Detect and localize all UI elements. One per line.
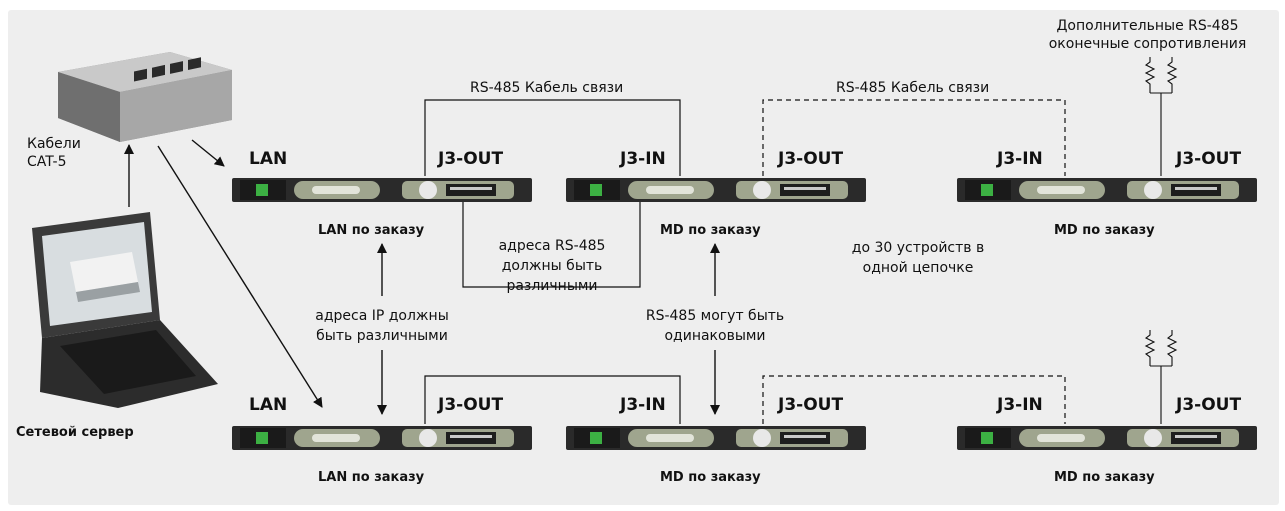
rs485-cable-top-2 bbox=[762, 99, 1066, 176]
terminator-resistors-top-icon bbox=[1144, 57, 1178, 176]
md-order-label-top-2: MD по заказу bbox=[660, 223, 761, 238]
network-server-label: Сетевой сервер bbox=[16, 425, 134, 440]
rs485-cable-bottom-1 bbox=[424, 375, 681, 424]
device-md-top-3 bbox=[957, 178, 1257, 202]
j3out-label-bottom-3: J3-OUT bbox=[1176, 395, 1242, 415]
laptop-icon bbox=[32, 212, 218, 408]
rs485-same-note: RS-485 могут быть одинаковыми bbox=[640, 306, 790, 346]
terminator-resistors-bottom-icon bbox=[1144, 330, 1178, 424]
hub-to-bottom-lan-arrow bbox=[157, 145, 323, 408]
rs485-cable-label-1: RS-485 Кабель связи bbox=[470, 80, 624, 96]
ethernet-hub-icon bbox=[58, 52, 232, 142]
terminators-label: Дополнительные RS-485 оконечные сопротив… bbox=[1048, 18, 1247, 52]
j3out-label-top-2: J3-OUT bbox=[778, 149, 844, 169]
j3out-label-bottom-1: J3-OUT bbox=[438, 395, 504, 415]
rs485-addresses-note: адреса RS-485 должны быть различными bbox=[498, 238, 606, 294]
lan-port-label-bottom: LAN bbox=[249, 395, 288, 415]
device-md-bottom-2 bbox=[566, 426, 866, 450]
device-lan-bottom bbox=[232, 426, 532, 450]
lan-port-label-top: LAN bbox=[249, 149, 288, 169]
device-lan-top bbox=[232, 178, 532, 202]
device-md-top-2 bbox=[566, 178, 866, 202]
j3out-label-bottom-2: J3-OUT bbox=[778, 395, 844, 415]
rs485-cable-label-2: RS-485 Кабель связи bbox=[836, 80, 990, 96]
hub-to-top-lan-arrow bbox=[191, 139, 225, 167]
rs485-address-bracket bbox=[462, 202, 641, 288]
j3out-label-top-1: J3-OUT bbox=[438, 149, 504, 169]
j3in-label-bottom-2: J3-IN bbox=[620, 395, 666, 415]
j3in-label-top-3: J3-IN bbox=[997, 149, 1043, 169]
lan-order-label-top: LAN по заказу bbox=[318, 223, 425, 238]
md-order-label-bottom-3: MD по заказу bbox=[1054, 470, 1155, 485]
rs485-cable-bottom-2 bbox=[762, 375, 1066, 424]
j3in-label-bottom-3: J3-IN bbox=[997, 395, 1043, 415]
j3in-label-top-2: J3-IN bbox=[620, 149, 666, 169]
chain-limit-note: до 30 устройств в одной цепочке bbox=[851, 240, 985, 276]
ip-addresses-note: адреса IP должны быть различными bbox=[298, 306, 466, 346]
lan-order-label-bottom: LAN по заказу bbox=[318, 470, 425, 485]
cat5-cables-label: Кабели CAT-5 bbox=[27, 136, 81, 170]
device-md-bottom-3 bbox=[957, 426, 1257, 450]
rs485-cable-top-1 bbox=[424, 99, 681, 176]
md-order-label-bottom-2: MD по заказу bbox=[660, 470, 761, 485]
md-order-label-top-3: MD по заказу bbox=[1054, 223, 1155, 238]
j3out-label-top-3: J3-OUT bbox=[1176, 149, 1242, 169]
